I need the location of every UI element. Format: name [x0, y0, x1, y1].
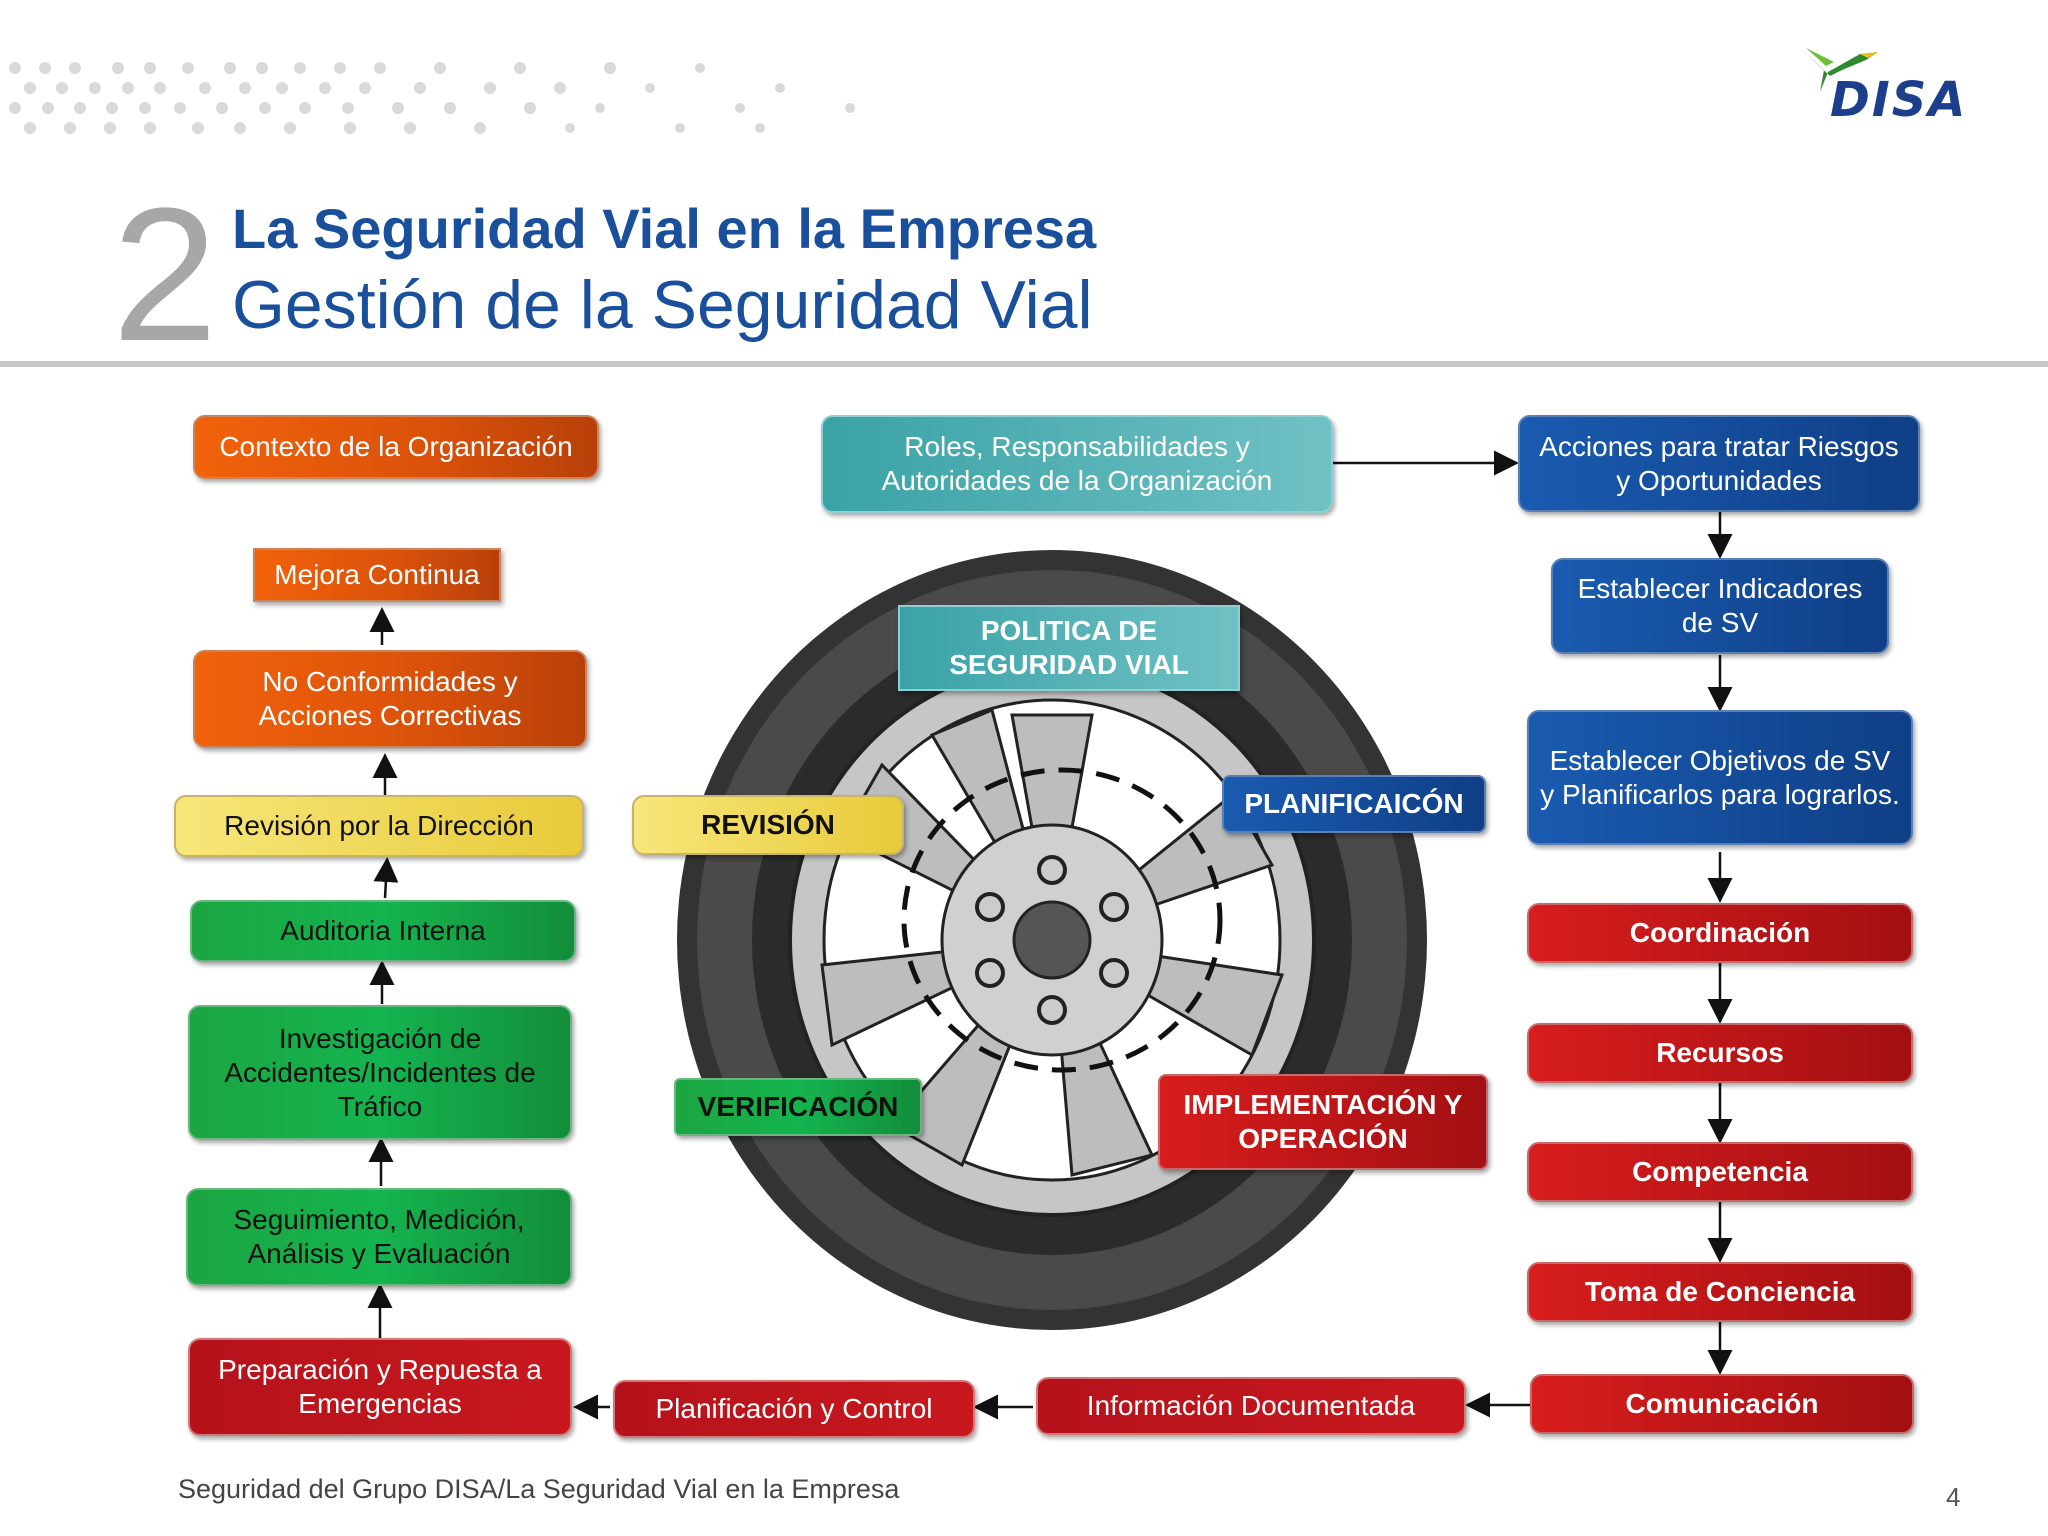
label-verificacion: VERIFICACIÓN — [674, 1078, 922, 1136]
hummingbird-icon — [1798, 46, 1878, 92]
page-title: La Seguridad Vial en la Empresa — [232, 197, 1097, 260]
page-number: 4 — [1946, 1482, 1961, 1512]
box-indicadores-sv: Establecer Indicadores de SV — [1551, 558, 1889, 654]
box-competencia: Competencia — [1527, 1142, 1913, 1202]
label-revision: REVISIÓN — [632, 795, 904, 855]
box-no-conformidades: No Conformidades y Acciones Correctivas — [193, 650, 587, 748]
logo-text: DISA — [1830, 72, 1968, 128]
box-informacion-documentada: Información Documentada — [1036, 1377, 1466, 1435]
box-revision-direccion: Revisión por la Dirección — [174, 795, 584, 857]
box-toma-conciencia: Toma de Conciencia — [1527, 1262, 1913, 1322]
label-implementacion-operacion: IMPLEMENTACIÓN Y OPERACIÓN — [1158, 1074, 1488, 1170]
box-planificacion-control: Planificación y Control — [613, 1380, 975, 1438]
page-subtitle: Gestión de la Seguridad Vial — [232, 267, 1093, 343]
box-preparacion-emergencias: Preparación y Repuesta a Emergencias — [188, 1338, 572, 1436]
box-auditoria-interna: Auditoria Interna — [190, 900, 576, 962]
box-coordinacion: Coordinación — [1527, 903, 1913, 963]
disa-logo: DISA — [1790, 40, 1990, 130]
box-roles-responsabilidades: Roles, Responsabilidades y Autoridades d… — [821, 415, 1333, 513]
footer-text: Seguridad del Grupo DISA/La Seguridad Vi… — [178, 1474, 900, 1504]
box-recursos: Recursos — [1527, 1023, 1913, 1083]
box-contexto-organizacion: Contexto de la Organización — [193, 415, 599, 479]
box-investigacion-accidentes: Investigación de Accidentes/Incidentes d… — [188, 1005, 572, 1140]
label-planificacion: PLANIFICAICÓN — [1222, 775, 1486, 833]
box-comunicacion: Comunicación — [1530, 1374, 1914, 1434]
box-objetivos-sv: Establecer Objetivos de SV y Planificarl… — [1527, 710, 1913, 845]
box-mejora-continua: Mejora Continua — [253, 548, 501, 602]
label-politica-seguridad-vial: POLITICA DE SEGURIDAD VIAL — [898, 605, 1240, 691]
box-seguimiento-medicion: Seguimiento, Medición, Análisis y Evalua… — [186, 1188, 572, 1286]
dot-pattern-decoration — [9, 62, 855, 134]
section-number: 2 — [112, 169, 218, 381]
box-acciones-riesgos: Acciones para tratar Riesgos y Oportunid… — [1518, 415, 1920, 512]
header-divider — [0, 361, 2048, 367]
